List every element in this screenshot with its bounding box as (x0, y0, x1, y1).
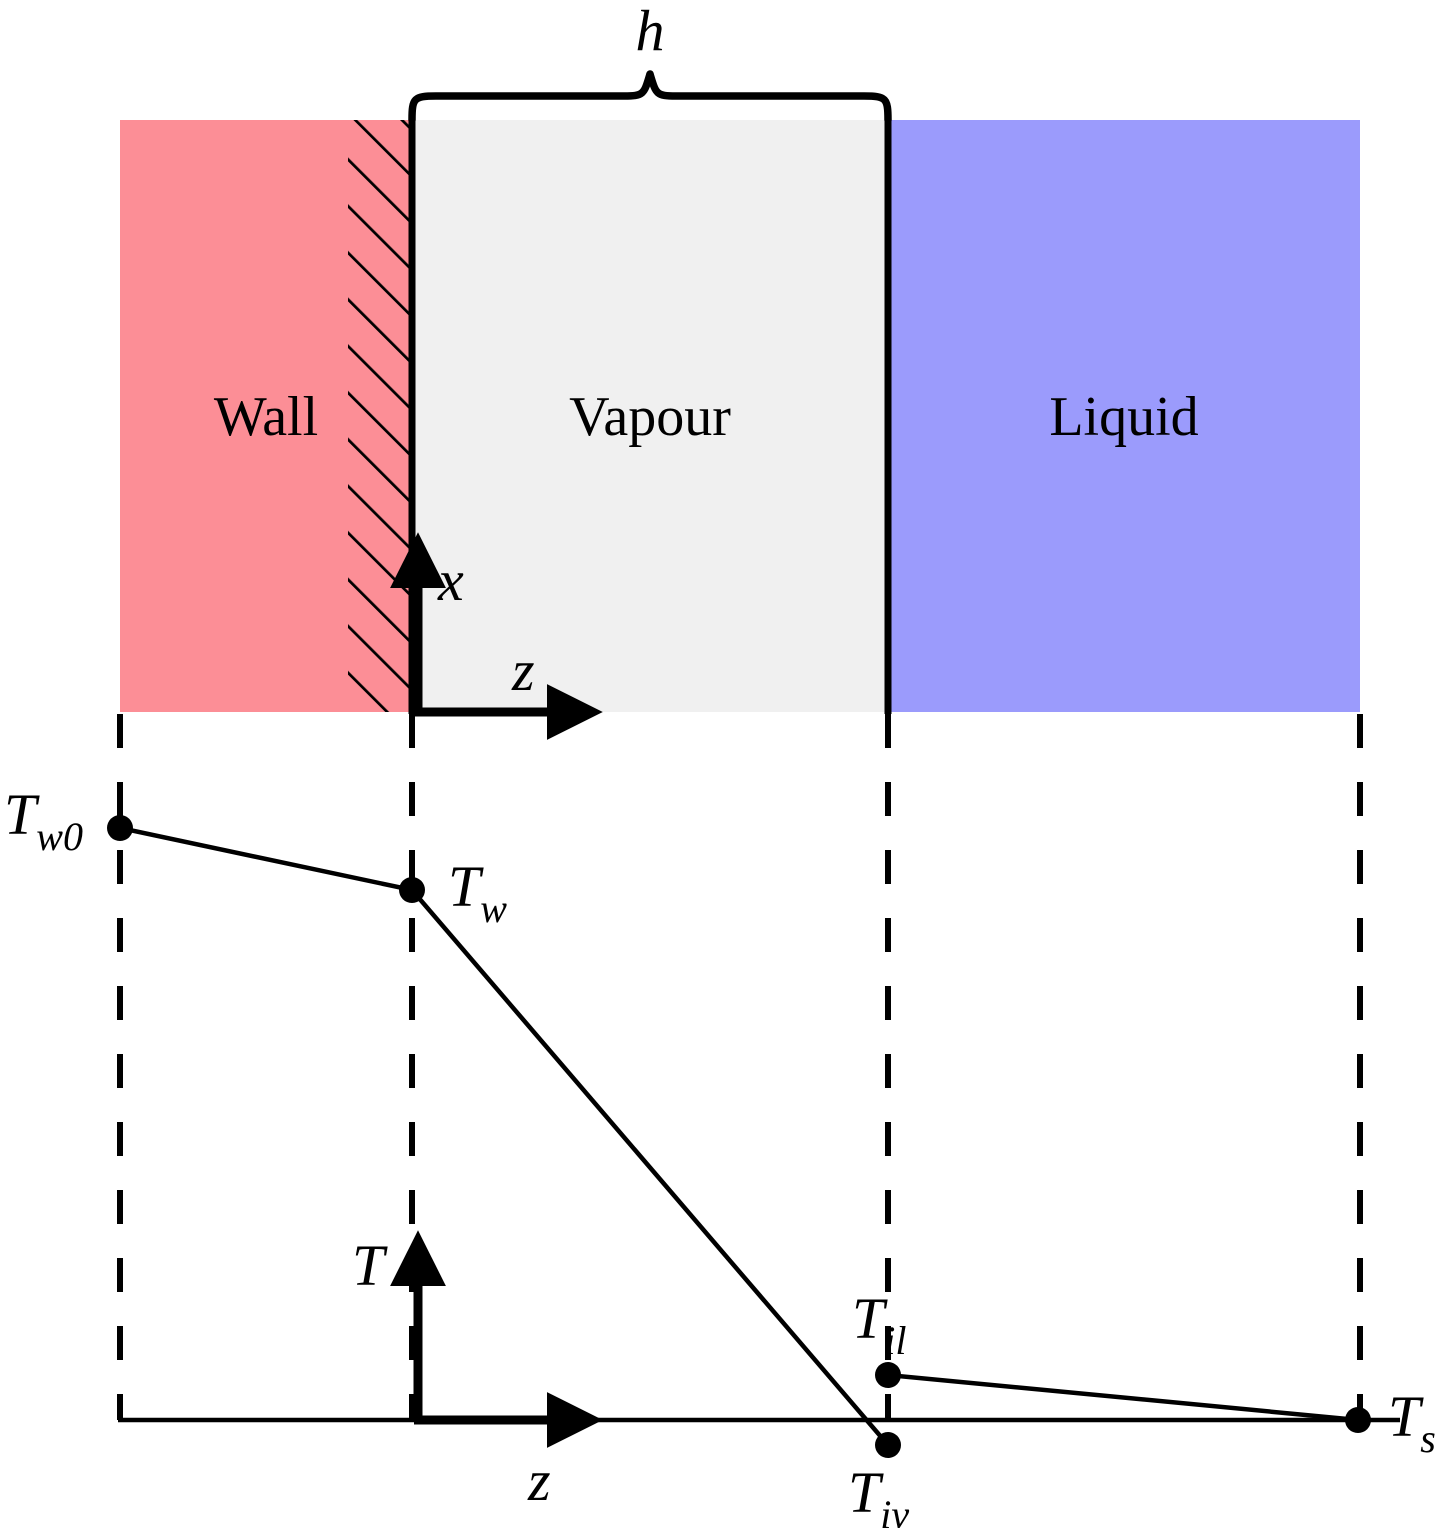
temperature-point-labels: Tw0 Tw Til Tiv Ts (4, 782, 1435, 1528)
top-coordinate-axes (390, 532, 603, 740)
label-Tw-sub: w (480, 886, 507, 931)
thickness-brace (408, 70, 892, 124)
point-marker-Tw (399, 877, 425, 903)
region-blocks (120, 118, 1360, 714)
label-Til-sub: il (884, 1318, 906, 1363)
point-marker-Til (875, 1362, 901, 1388)
wall-surface-hatching (348, 120, 412, 712)
label-Ts-base: T (1388, 1384, 1424, 1449)
brace-label-h: h (636, 0, 665, 63)
liquid-region-label: Liquid (1049, 386, 1198, 448)
vapour-region-rect (412, 120, 888, 712)
temperature-profile-curves (119, 825, 1359, 1447)
label-Tiv-base: T (848, 1460, 884, 1525)
label-Ts: Ts (1388, 1384, 1435, 1461)
top-x-axis-label: x (437, 548, 464, 613)
label-Tiv: Tiv (848, 1460, 909, 1528)
bottom-plot-axes (118, 1230, 1400, 1448)
guide-lines (117, 714, 1363, 1420)
point-marker-Tw0 (107, 815, 133, 841)
label-Tw0-base: T (4, 782, 40, 847)
label-Tw: Tw (448, 854, 507, 931)
temperature-point-markers (107, 815, 1371, 1458)
bottom-T-axis-label: T (352, 1233, 388, 1298)
point-marker-Tiv (875, 1432, 901, 1458)
label-Tw0-sub: w0 (36, 814, 83, 859)
label-Til-base: T (852, 1286, 888, 1351)
label-Tiv-sub: iv (880, 1492, 909, 1528)
top-z-axis-label: z (511, 638, 535, 703)
vapour-region-label: Vapour (569, 386, 731, 448)
wall-region-label: Wall (214, 386, 318, 448)
brace-path (408, 70, 892, 124)
vapour-film-segment (410, 888, 890, 1447)
liquid-region-rect (888, 120, 1360, 712)
wall-conduction-segment (119, 825, 413, 893)
label-Ts-sub: s (1420, 1416, 1435, 1461)
label-Tw-base: T (448, 854, 484, 919)
label-Tw0: Tw0 (4, 782, 83, 859)
liquid-segment (887, 1372, 1359, 1423)
label-Til: Til (852, 1286, 907, 1363)
point-marker-Ts (1345, 1407, 1371, 1433)
bottom-z-axis-label: z (527, 1448, 551, 1513)
